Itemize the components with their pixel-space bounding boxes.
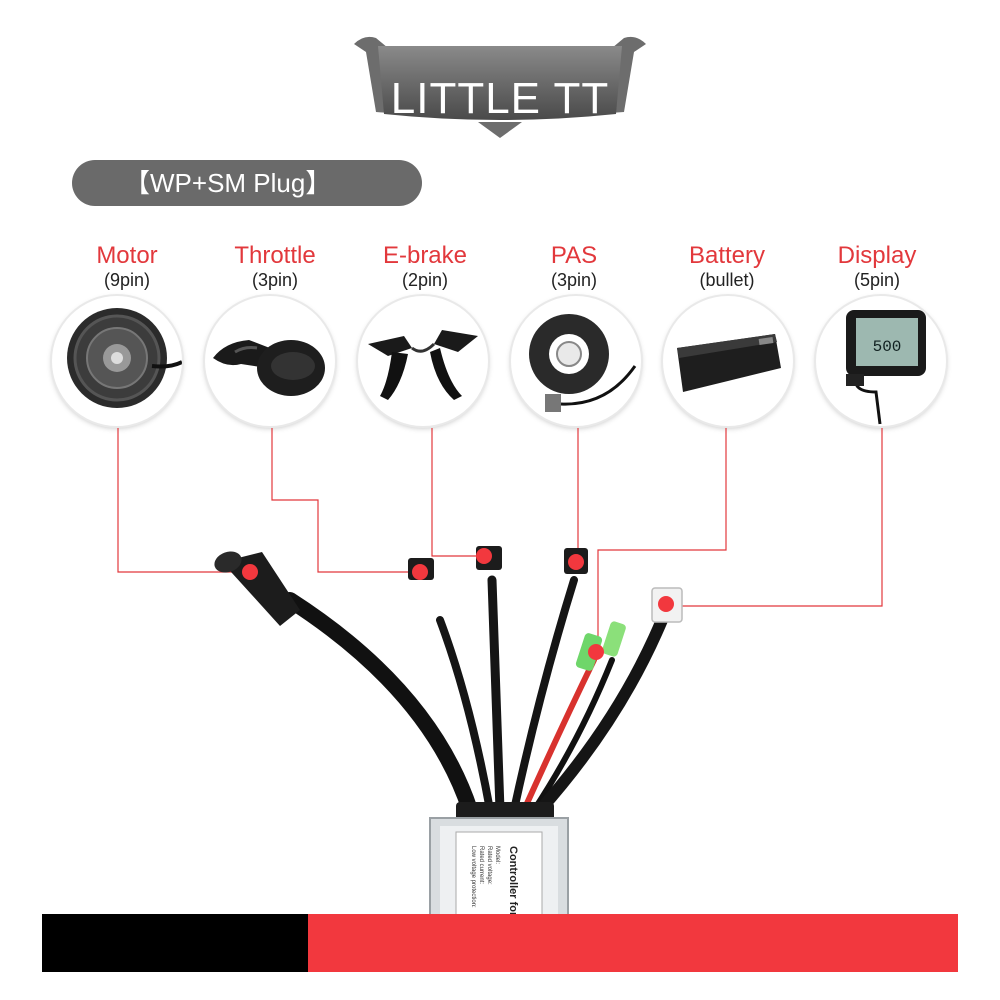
component-pin: (5pin) [853,270,901,290]
leader-line-throttle [271,428,420,573]
component-label-motor: Motor (9pin) [52,242,202,290]
cables [282,575,668,818]
ebrake-image [358,296,488,426]
component-name: Battery [688,242,766,269]
connection-dots [242,548,674,660]
component-name: Motor [96,242,158,269]
component-pin: (2pin) [401,270,449,290]
component-name: Display [837,242,917,269]
dot-pas [568,554,584,570]
dot-throttle [412,564,428,580]
controller-title: Controller for [507,846,519,917]
leader-line-ebrake [431,428,484,557]
display-cable [534,614,668,816]
component-label-ebrake: E-brake (2pin) [350,242,500,290]
pas-image [511,296,641,426]
controller-current-label: Rated current: [478,846,484,884]
component-pin: (bullet) [699,270,755,290]
battery-black-wire [531,657,615,813]
throttle-cable [436,616,494,814]
hub-motor-icon [67,308,182,408]
leader-lines [117,428,883,650]
ebrake-cable [487,575,505,815]
dot-battery [588,644,604,660]
motor-image [52,296,182,426]
component-pin: (3pin) [251,270,299,290]
battery-image [663,296,793,426]
motor-cable [282,592,478,818]
component-name: Throttle [234,242,316,269]
component-label-battery: Battery (bullet) [652,242,802,290]
leader-line-battery [597,428,727,650]
throttle-image [205,296,335,426]
component-pin: (9pin) [103,270,151,290]
plug-type-label: 【WP+SM Plug】 [72,160,422,206]
battery-pack-icon [677,334,781,392]
footer-bar-red [308,914,958,972]
component-pin: (3pin) [550,270,598,290]
component-label-pas: PAS (3pin) [499,242,649,290]
dot-motor [242,564,258,580]
display-readout: 500 [873,338,902,356]
battery-red-wire [521,657,597,813]
component-name: PAS [550,242,598,269]
brand-logo-text: LITTLE TT [390,74,610,123]
controller-voltage-label: Rated voltage: [486,846,492,885]
ribbon-shape [354,36,646,138]
motor-connector [214,551,300,626]
footer-bar-black [42,914,308,972]
controller-lvp-label: Low voltage protection: [470,846,476,908]
component-label-display: Display (5pin) [802,242,952,290]
dot-ebrake [476,548,492,564]
leader-line-motor [117,428,250,573]
dot-display [658,596,674,612]
component-name: E-brake [382,242,468,269]
pas-cable [510,576,578,814]
component-label-throttle: Throttle (3pin) [200,242,350,290]
leader-line-display [666,428,883,607]
display-image: 500 [816,296,946,426]
lcd-display-icon: 500 [846,310,926,425]
brake-lever-icon [368,330,478,400]
pas-sensor-icon [529,314,637,412]
controller-box: Controller for Model: Rated voltage: Rat… [429,802,569,919]
thumb-throttle-icon [213,340,325,396]
controller-model-label: Model: [494,846,500,864]
brand-banner: LITTLE TT [354,34,646,138]
